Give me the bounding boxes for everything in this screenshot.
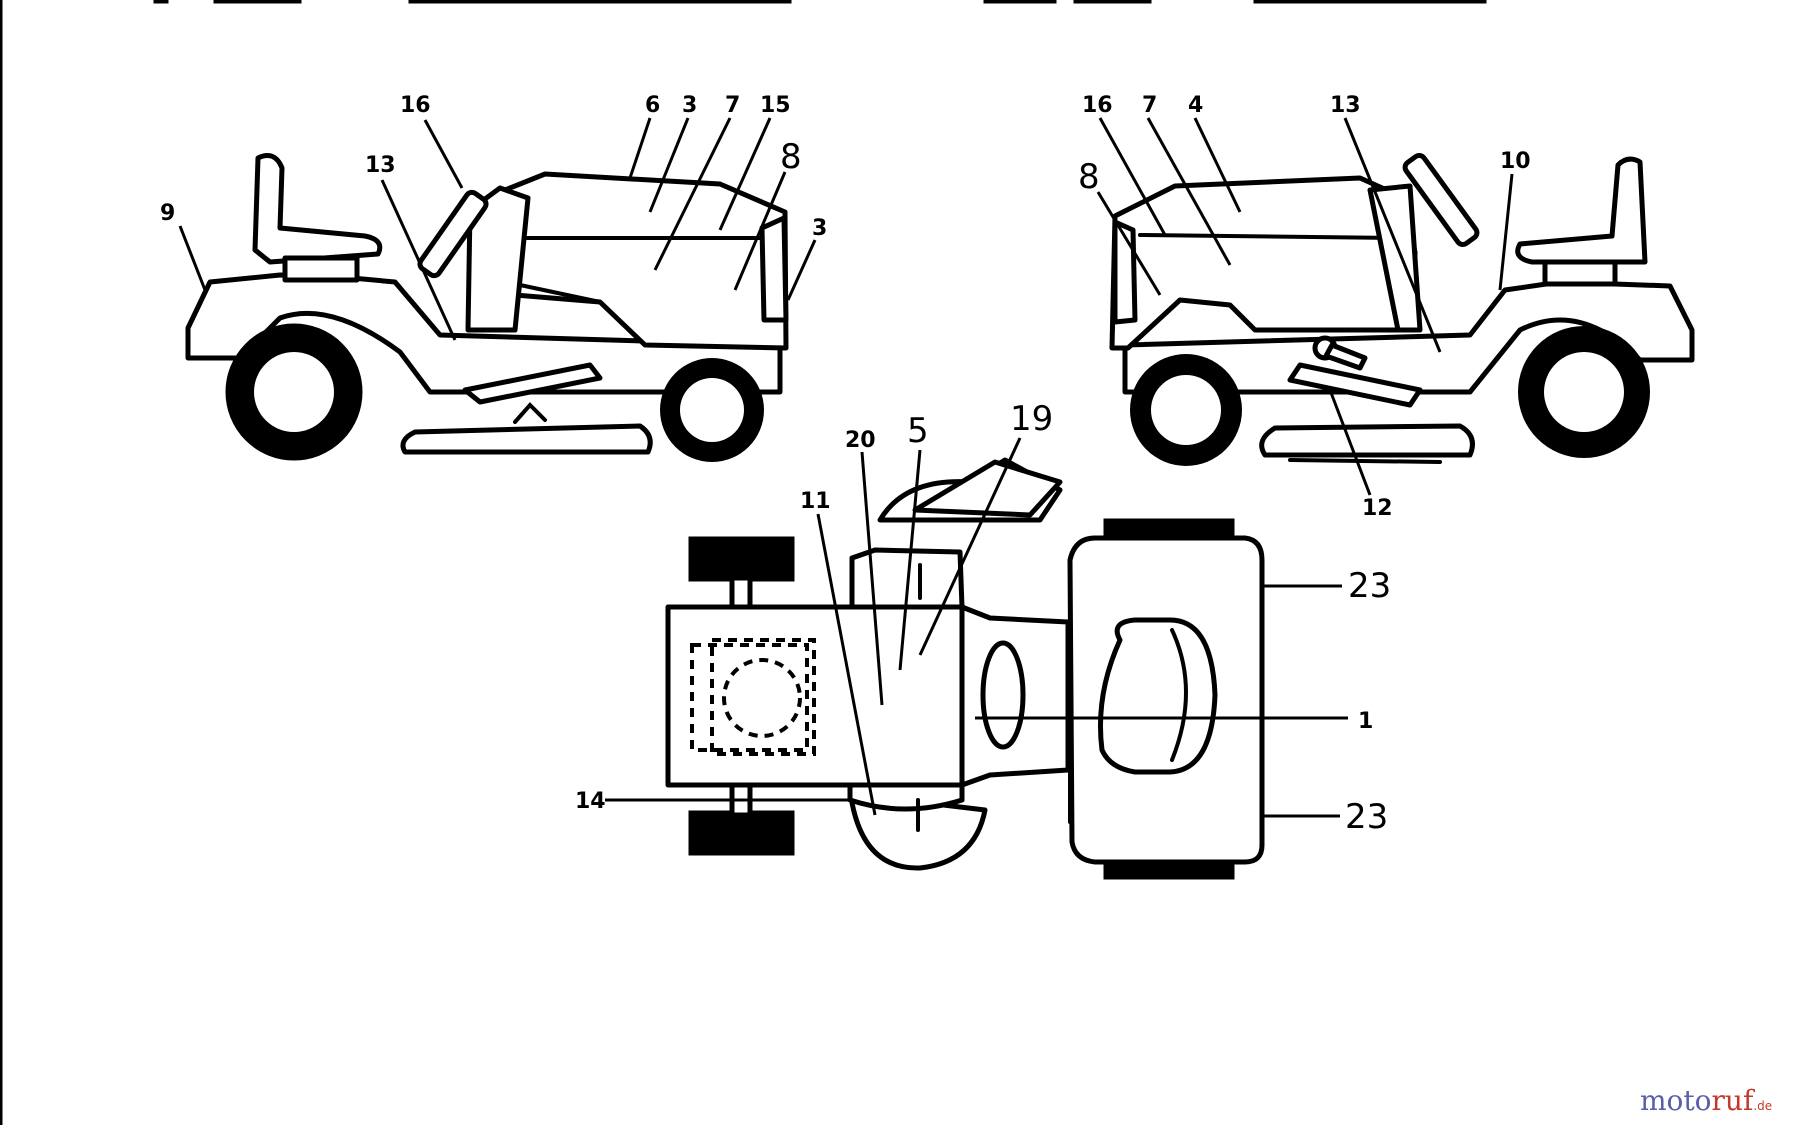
callout-right-12: 12 bbox=[1362, 496, 1393, 521]
top-left-rear-wheel-upper bbox=[688, 536, 795, 582]
left-hood bbox=[502, 171, 789, 351]
right-view-callouts: 16 7 4 13 8 10 12 bbox=[1078, 93, 1531, 521]
callout-left-3a: 3 bbox=[682, 93, 697, 118]
left-side-view bbox=[185, 153, 789, 462]
callout-top-14: 14 bbox=[575, 789, 606, 814]
right-side-view bbox=[1109, 152, 1695, 466]
left-footrest bbox=[462, 362, 603, 405]
callout-left-8: 8 bbox=[780, 137, 802, 177]
left-frame bbox=[185, 272, 783, 395]
callout-top-23b: 23 bbox=[1345, 797, 1388, 837]
callout-left-6: 6 bbox=[645, 93, 660, 118]
callout-right-10: 10 bbox=[1500, 149, 1531, 174]
watermark: motoruf.de bbox=[1640, 1084, 1772, 1117]
callout-top-1: 1 bbox=[1358, 709, 1373, 734]
header-cropped bbox=[153, 0, 1487, 4]
top-front-bumper-lower bbox=[1103, 860, 1235, 880]
callout-top-11: 11 bbox=[800, 489, 831, 514]
left-dash bbox=[465, 185, 531, 333]
left-steering-wheel bbox=[417, 189, 489, 279]
right-seat bbox=[1515, 156, 1648, 265]
right-mower-deck bbox=[1259, 423, 1475, 458]
top-front-bumper-upper bbox=[1103, 518, 1235, 538]
callout-top-23a: 23 bbox=[1348, 566, 1391, 606]
callout-top-5: 5 bbox=[907, 411, 929, 451]
right-hood bbox=[1109, 175, 1418, 351]
top-view-callouts: 20 5 19 11 14 1 23 23 bbox=[575, 399, 1391, 837]
callout-top-19: 19 bbox=[1010, 399, 1053, 439]
callout-right-13: 13 bbox=[1330, 93, 1361, 118]
right-steering-wheel bbox=[1402, 152, 1480, 248]
callout-left-13: 13 bbox=[365, 153, 396, 178]
callout-left-7: 7 bbox=[725, 93, 740, 118]
left-view-callouts: 9 16 13 6 3 7 15 8 3 bbox=[160, 93, 827, 341]
right-dash bbox=[1367, 183, 1423, 333]
left-seat bbox=[252, 153, 383, 265]
callout-right-16: 16 bbox=[1082, 93, 1113, 118]
callout-right-8: 8 bbox=[1078, 157, 1100, 197]
callout-top-20: 20 bbox=[845, 428, 876, 453]
callout-left-16: 16 bbox=[400, 93, 431, 118]
callout-right-4: 4 bbox=[1188, 93, 1203, 118]
callout-left-15: 15 bbox=[760, 93, 791, 118]
callout-left-9: 9 bbox=[160, 201, 175, 226]
callout-left-3b: 3 bbox=[812, 216, 827, 241]
right-footrest bbox=[1287, 362, 1423, 408]
top-left-rear-wheel-lower bbox=[688, 810, 795, 856]
watermark-text: motoruf.de bbox=[1640, 1084, 1772, 1117]
top-view bbox=[665, 457, 1265, 880]
left-mower-deck bbox=[400, 423, 653, 455]
callout-right-7: 7 bbox=[1142, 93, 1157, 118]
